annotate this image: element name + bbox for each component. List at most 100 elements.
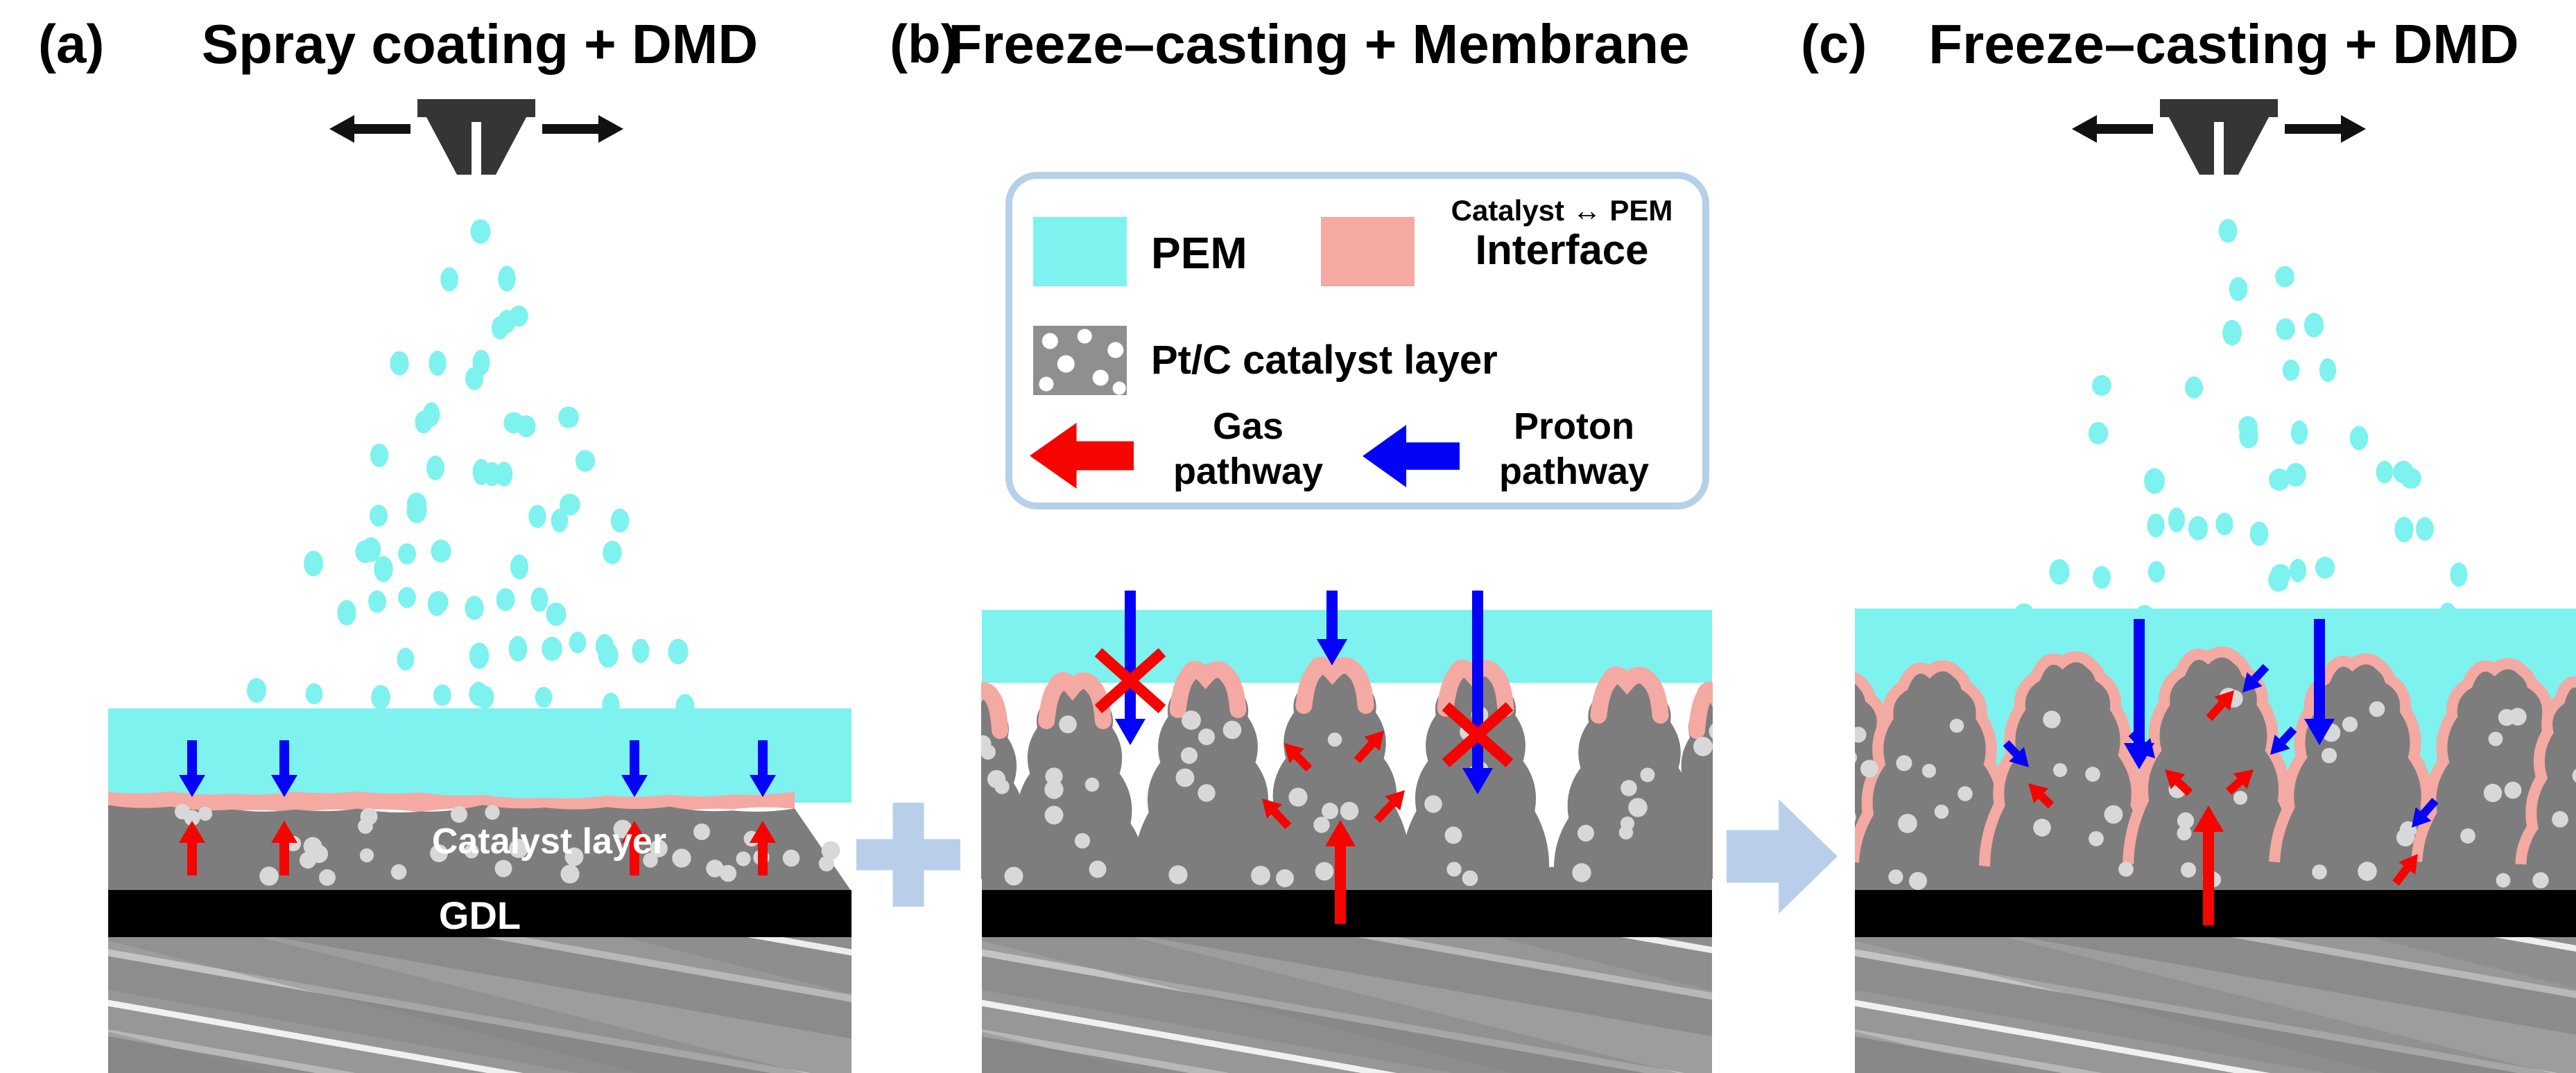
ink-droplet: [406, 492, 427, 516]
gas-pathway-arrow: [750, 821, 776, 843]
ink-droplet: [304, 550, 323, 577]
pt-particle-dot: [2033, 819, 2051, 837]
ink-droplet: [2229, 277, 2248, 302]
ink-droplet: [2222, 320, 2242, 346]
ink-droplet: [2147, 513, 2165, 538]
ink-droplet: [422, 402, 440, 427]
ink-droplet: [429, 350, 447, 376]
pt-particle-dot: [1180, 747, 1198, 765]
ink-droplet: [2092, 566, 2111, 589]
proton-legend-line1: Proton: [1514, 405, 1634, 447]
pt-particle-dot: [719, 864, 737, 882]
ink-droplet: [2092, 374, 2111, 396]
pt-particle-dot: [485, 805, 500, 820]
nozzle-move-left-arrow-icon: [2072, 115, 2097, 143]
pt-particle-dot: [1004, 866, 1023, 886]
pt-particle-dot: [1898, 814, 1917, 833]
legend-box: PEM Catalyst ↔ PEM Interface Pt/C cataly…: [1005, 172, 1709, 509]
catalyst-pillar-with-interface: [1848, 660, 2021, 890]
proton-legend-line2: pathway: [1498, 450, 1650, 492]
gas-pathway-arrow: [2226, 778, 2243, 795]
gas-pathway-arrow: [2175, 778, 2193, 796]
pt-particle-dot: [2369, 701, 2385, 717]
pt-particle-dot: [1462, 870, 1478, 887]
pt-particle-dot: [2233, 790, 2248, 805]
pt-particle-dot: [818, 855, 835, 872]
proton-pathway-arrow: [1462, 768, 1493, 794]
pt-particle-dot: [1084, 777, 1100, 792]
ink-droplet: [498, 265, 516, 292]
nozzle-move-right-arrow-icon: [2341, 115, 2366, 143]
pt-particle-dot: [319, 869, 336, 886]
interface-legend-label: Interface: [1475, 227, 1649, 273]
catalyst-pillar-with-interface: [1979, 651, 2156, 890]
blocked-x-icon: [1094, 648, 1166, 713]
interface-legend-label-small: Catalyst ↔ PEM: [1451, 194, 1673, 227]
pt-particle-dot: [1628, 798, 1648, 817]
ink-droplet: [2184, 376, 2204, 399]
ink-droplet: [2049, 559, 2070, 585]
panel-a-title: Spray coating + DMD: [201, 13, 759, 75]
ink-droplet: [428, 591, 449, 614]
pt-particle-dot: [2321, 747, 2337, 764]
panel-c-title: Freeze–casting + DMD: [1928, 13, 2519, 75]
catalyst-pem-interface-cap: [1295, 656, 1374, 714]
gdl-layer: [108, 890, 852, 937]
pt-particle-dot: [1577, 824, 1595, 842]
pt-particle-dot: [1444, 826, 1462, 844]
ink-droplet: [369, 505, 388, 527]
panel-c-structure: [1713, 99, 2576, 977]
pt-particle-dot: [2504, 781, 2522, 799]
panel-c-label: (c): [1801, 13, 1867, 74]
pt-particle-dot: [643, 853, 658, 868]
ink-droplet: [632, 638, 650, 663]
gas-pathway-arrow: [1364, 731, 1384, 751]
pt-particle-dot: [2043, 710, 2061, 729]
gas-pathway-arrow: [1325, 820, 1356, 846]
ink-droplet: [530, 587, 548, 612]
ink-droplet: [398, 586, 416, 609]
pt-particle-dot: [2483, 783, 2502, 803]
catalyst-pillar: [1005, 680, 1145, 879]
proton-pathway-arrow: [2242, 672, 2263, 692]
gas-pathway-arrow: [2214, 690, 2234, 711]
gas-pathway-arrow: [1262, 799, 1282, 819]
ink-droplet: [496, 588, 515, 611]
ink-droplet: [2349, 426, 2369, 451]
pt-particle-dot: [821, 841, 840, 860]
ink-droplet: [508, 636, 528, 662]
ink-droplet: [337, 600, 356, 626]
gdl-fiber-texture-b: [982, 937, 1712, 1073]
pt-particle-dot: [2312, 864, 2327, 880]
spray-nozzle-slit: [472, 122, 481, 176]
pt-particle-dot: [358, 819, 373, 834]
pt-particle-dot: [1175, 768, 1195, 787]
panel-b-label: (b): [890, 13, 959, 74]
ink-droplet: [390, 351, 409, 376]
gas-pathway-arrow: [1271, 808, 1292, 830]
ink-droplet: [374, 556, 393, 582]
pt-particle-dot: [1896, 755, 1912, 771]
gdl-label: GDL: [438, 893, 521, 937]
pem-layer: [108, 708, 852, 803]
pt-particle-dot: [2460, 828, 2475, 844]
pt-particle-dot: [1957, 786, 1973, 801]
gas-pathway-arrow-icon: [1030, 423, 1134, 489]
proton-pathway-arrow: [2412, 807, 2432, 828]
ink-droplet: [558, 406, 579, 428]
gas-pathway-arrow: [2398, 854, 2418, 875]
ink-droplet: [2315, 557, 2335, 579]
pt-particle-dot: [2177, 812, 2195, 830]
ink-droplet: [2319, 358, 2337, 383]
ink-droplet: [668, 638, 689, 665]
catalyst-pem-interface-cap: [1038, 672, 1112, 729]
ink-droplet: [469, 681, 488, 706]
pt-particle-dot: [1340, 801, 1359, 821]
pt-particle-dot: [2396, 828, 2415, 847]
ink-droplet: [2088, 421, 2109, 445]
ink-droplet: [2275, 265, 2294, 288]
pt-particle-dot: [650, 839, 668, 857]
pem-legend-label: PEM: [1151, 228, 1247, 278]
ink-droplet: [465, 595, 484, 620]
